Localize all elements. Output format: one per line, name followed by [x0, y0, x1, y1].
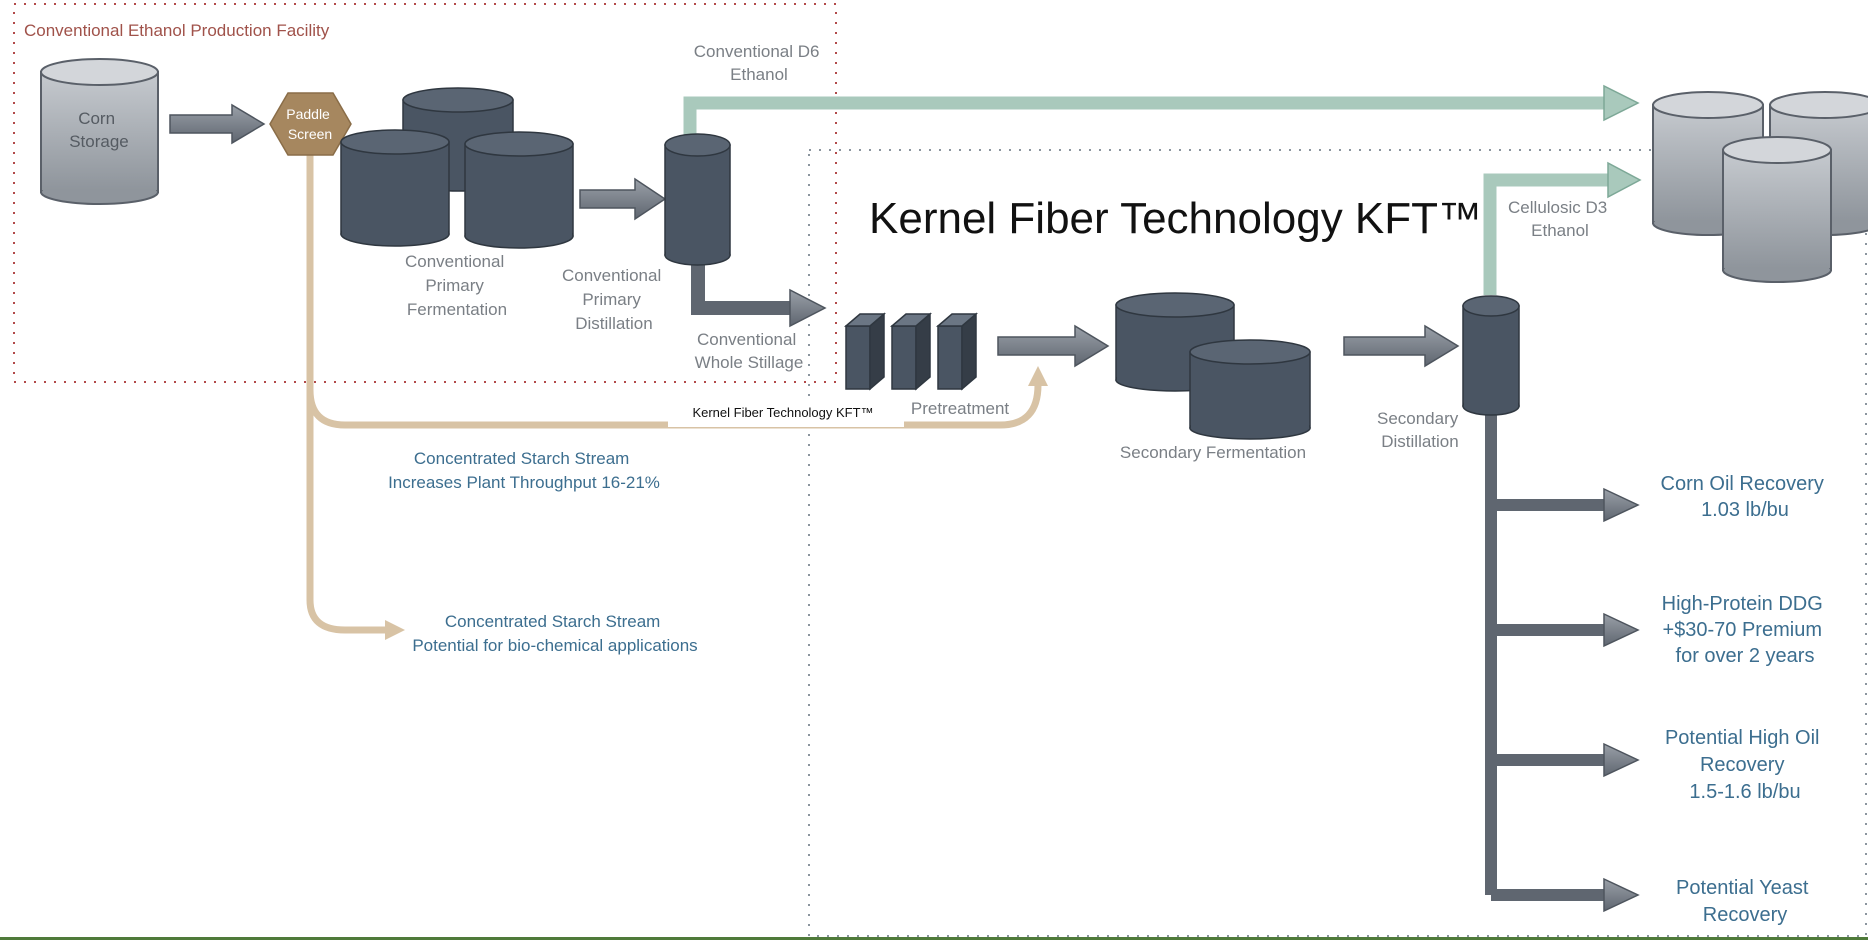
- arrow-corn-to-paddle: [169, 103, 266, 145]
- fermentation-tank-right: [464, 131, 574, 249]
- high-protein-ddg-branch-arrowhead: [1603, 612, 1640, 648]
- ethanol-storage-tanks: [1652, 91, 1868, 283]
- stillage-flow: [691, 260, 795, 315]
- secondary-distillation-column: [1462, 295, 1520, 416]
- primary-fermentation-tanks: [340, 87, 574, 249]
- conventional-facility-title: Conventional Ethanol Production Facility: [24, 21, 330, 40]
- d6-ethanol-flow: [683, 96, 1610, 139]
- secondary-fermentation-tanks: [1115, 292, 1311, 440]
- arrow-pretreatment-to-fermentation: [997, 324, 1110, 368]
- secondary-distillation-label: Secondary Distillation: [1377, 409, 1463, 451]
- corn-oil-recovery-output: Corn Oil Recovery 1.03 lb/bu: [1661, 473, 1830, 521]
- paddle-screen-hexagon: [269, 92, 352, 156]
- secondary-fermentation-label: Secondary Fermentation: [1120, 443, 1306, 462]
- fermentation-tank-left: [340, 129, 450, 247]
- starch-pretreatment-arrowhead: [1028, 366, 1048, 386]
- bottom-border-line: [0, 937, 1868, 940]
- primary-distillation-column: [664, 133, 731, 266]
- corn-storage-tank: [40, 58, 159, 205]
- whole-stillage-label: Conventional Whole Stillage: [695, 330, 804, 372]
- d3-ethanol-flow: [1483, 173, 1612, 295]
- secondary-tank-front: [1189, 339, 1311, 440]
- kft-title: Kernel Fiber Technology KFT™: [869, 194, 1482, 243]
- conventional-facility-region: [13, 3, 837, 383]
- corn-oil-branch-arrowhead: [1603, 487, 1640, 523]
- output-branches: [1491, 487, 1640, 913]
- d3-ethanol-arrowhead: [1607, 161, 1642, 199]
- kft-small-label: Kernel Fiber Technology KFT™: [692, 405, 873, 420]
- primary-fermentation-label: Conventional Primary Fermentation: [405, 252, 509, 319]
- arrow-fermentation-to-distillation: [579, 177, 667, 221]
- starch-stream-throughput-label: Concentrated Starch Stream Increases Pla…: [388, 449, 660, 492]
- pretreatment-unit: [843, 312, 887, 391]
- pretreatment-units: [843, 312, 979, 391]
- pretreatment-unit: [889, 312, 933, 391]
- corn-storage-label: Corn Storage: [69, 109, 129, 151]
- kft-small-label-bg: [668, 399, 904, 427]
- starch-stream-biochem-label: Concentrated Starch Stream Potential for…: [412, 612, 697, 655]
- primary-distillation-label: Conventional Primary Distillation: [562, 266, 666, 333]
- yeast-branch-arrowhead: [1603, 877, 1640, 913]
- high-protein-ddg-output: High-Protein DDG +$30-70 Premium for ove…: [1662, 593, 1829, 667]
- d3-ethanol-label: Cellulosic D3 Ethanol: [1508, 198, 1612, 240]
- kft-region: [808, 149, 1867, 937]
- d6-ethanol-arrowhead: [1603, 84, 1640, 122]
- pretreatment-unit: [935, 312, 979, 391]
- storage-tank-front: [1722, 136, 1832, 283]
- d6-ethanol-label: Conventional D6 Ethanol: [694, 42, 824, 84]
- pretreatment-label: Pretreatment: [911, 399, 1010, 418]
- high-oil-branch-arrowhead: [1603, 742, 1640, 778]
- arrow-fermentation-to-secondary-distillation: [1343, 324, 1460, 368]
- paddle-screen-label: Paddle Screen: [286, 106, 333, 142]
- grey-arrows: [169, 103, 1460, 368]
- high-oil-recovery-output: Potential High Oil Recovery 1.5-1.6 lb/b…: [1665, 727, 1825, 803]
- yeast-recovery-output: Potential Yeast Recovery: [1676, 877, 1814, 926]
- stillage-arrowhead: [789, 288, 827, 328]
- starch-stream-to-biochem: [306, 380, 385, 634]
- starch-biochem-arrowhead: [385, 620, 405, 640]
